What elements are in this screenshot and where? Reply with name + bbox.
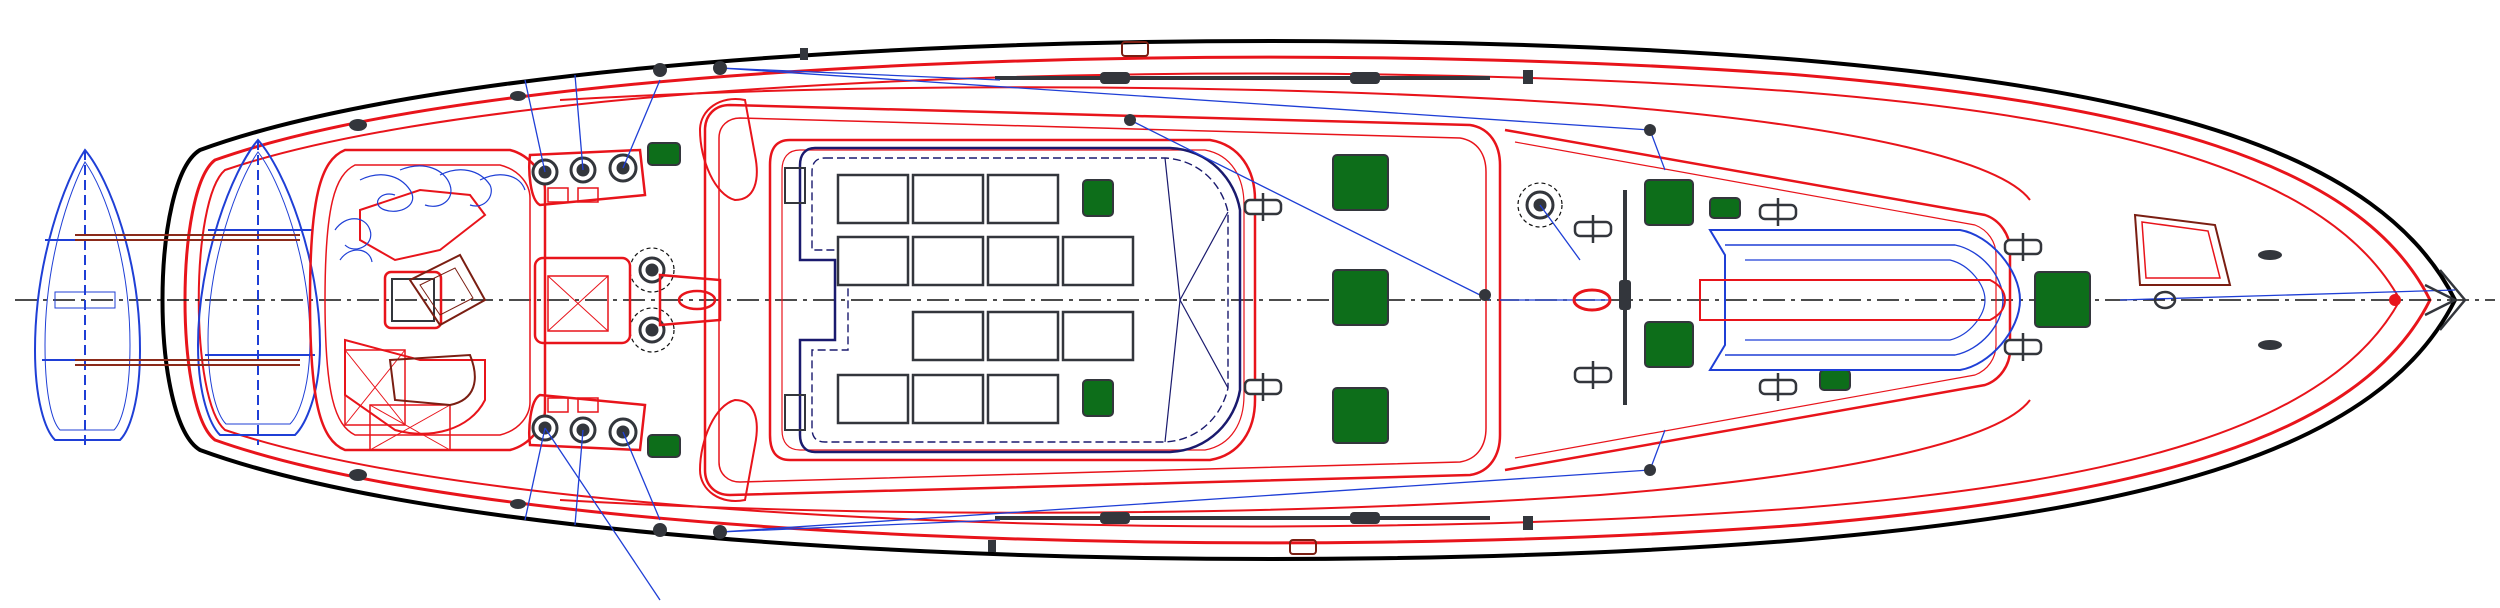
cockpit-side-details bbox=[698, 98, 806, 502]
winch-icon bbox=[638, 256, 666, 284]
hatch-icon bbox=[1082, 179, 1114, 217]
cleat-icon bbox=[2003, 333, 2043, 361]
mast-step bbox=[1572, 288, 1612, 312]
hatch-panel bbox=[1061, 310, 1135, 362]
hatch-icon bbox=[1644, 321, 1694, 368]
hatch-panel bbox=[911, 235, 985, 287]
hatch-icon bbox=[1082, 379, 1114, 417]
hatch-panel bbox=[911, 373, 985, 425]
hatch-panel bbox=[911, 310, 985, 362]
hatch-icon bbox=[1819, 369, 1851, 391]
aft-cockpit-seat-port bbox=[344, 338, 486, 435]
cleats bbox=[1243, 193, 2043, 401]
hatch-icon bbox=[647, 142, 681, 166]
helm-pedestal bbox=[383, 270, 443, 330]
green-hatches bbox=[647, 142, 2091, 458]
hatch-icon bbox=[2034, 271, 2091, 328]
hatch-panel bbox=[911, 173, 985, 225]
winch-housings bbox=[528, 148, 722, 452]
winches bbox=[531, 153, 1555, 447]
helm-seat bbox=[388, 253, 487, 407]
hatch-panel bbox=[986, 373, 1060, 425]
stern-dinghy-outer bbox=[33, 148, 142, 450]
side-deck-lines bbox=[559, 86, 2031, 514]
aft-cockpit-box bbox=[344, 349, 406, 426]
deck-fittings bbox=[349, 48, 2282, 552]
hull bbox=[160, 39, 2458, 561]
hatch-panel bbox=[986, 310, 1060, 362]
hatch-icon bbox=[1332, 387, 1389, 444]
hatch-icon bbox=[1709, 197, 1741, 219]
main-deckhouse bbox=[703, 103, 2012, 497]
bow-roller bbox=[2389, 269, 2467, 331]
hull-sheer-line bbox=[183, 55, 2432, 545]
hatch-icon bbox=[1644, 179, 1694, 226]
tender-icon bbox=[1708, 229, 2022, 371]
hull-toerail bbox=[197, 72, 2402, 528]
cleat-icon bbox=[1573, 215, 1613, 243]
hatch-icon bbox=[1332, 269, 1389, 326]
anchor-locker bbox=[2133, 213, 2232, 286]
deck-markers bbox=[1121, 41, 1612, 555]
hull-outer-line bbox=[160, 39, 2458, 561]
hatch-icon bbox=[1332, 154, 1389, 211]
saloon-roof-outline bbox=[798, 146, 1242, 454]
winch-guard-circles bbox=[629, 182, 1563, 353]
stern-davits bbox=[75, 234, 300, 366]
cleat-icon bbox=[1243, 193, 1283, 221]
rigging-lines bbox=[524, 67, 2456, 601]
hatch-panel bbox=[986, 173, 1060, 225]
hatch-panel bbox=[836, 235, 910, 287]
tender-inner bbox=[1699, 279, 2007, 321]
hatch-panel bbox=[1061, 235, 1135, 287]
deckhouse-outline bbox=[703, 103, 1502, 497]
hatch-icon bbox=[647, 434, 681, 458]
winch-icon bbox=[638, 316, 666, 344]
cleat-icon bbox=[1243, 373, 1283, 401]
cleat-icon bbox=[1758, 373, 1798, 401]
hatch-panel bbox=[836, 173, 910, 225]
hatch-panel bbox=[986, 235, 1060, 287]
cabin-top-outline bbox=[768, 138, 1257, 462]
companionway-hatch bbox=[677, 289, 717, 311]
aft-cockpit-seat-stbd bbox=[359, 188, 487, 262]
track-cars bbox=[1100, 72, 1631, 524]
stern-dinghy-inner bbox=[196, 138, 322, 445]
cleat-icon bbox=[1573, 361, 1613, 389]
saloon-hatch-grid bbox=[836, 173, 1135, 425]
cleat-icon bbox=[1758, 198, 1798, 226]
cleat-icon bbox=[2003, 233, 2043, 261]
saloon-glazing bbox=[798, 146, 1242, 454]
hatch-panel bbox=[836, 373, 910, 425]
foredeck-outline bbox=[1504, 128, 2012, 472]
aft-line-coils bbox=[334, 165, 526, 263]
